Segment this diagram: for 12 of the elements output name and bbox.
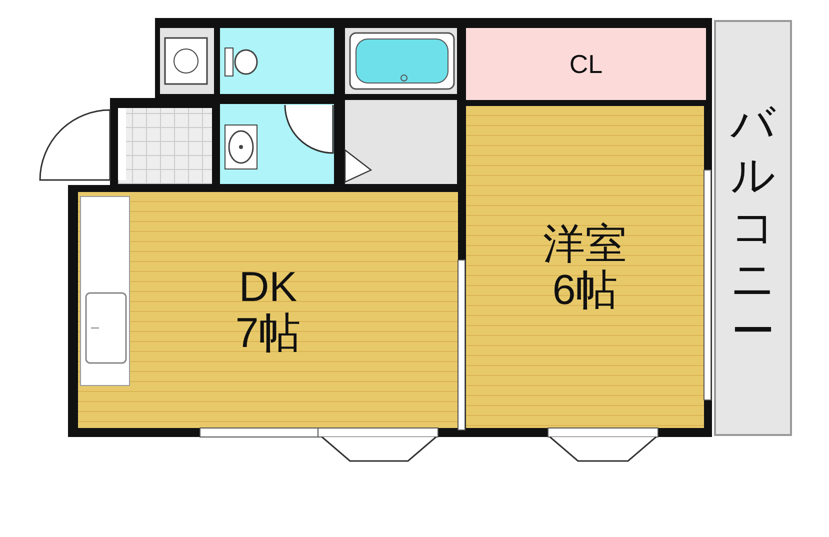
toilet-room [220, 28, 334, 94]
western-room [466, 106, 704, 428]
entrance [118, 108, 212, 184]
room-label: 洋室 [543, 221, 627, 267]
balcony [714, 20, 792, 436]
dressing-room [345, 100, 457, 184]
closet [466, 28, 706, 100]
room-label: CL [569, 48, 603, 81]
room-label: DK [238, 264, 298, 310]
room-label: バルコニー [730, 98, 776, 358]
room-label: 7帖 [235, 310, 301, 356]
room-label: 6帖 [552, 267, 618, 313]
